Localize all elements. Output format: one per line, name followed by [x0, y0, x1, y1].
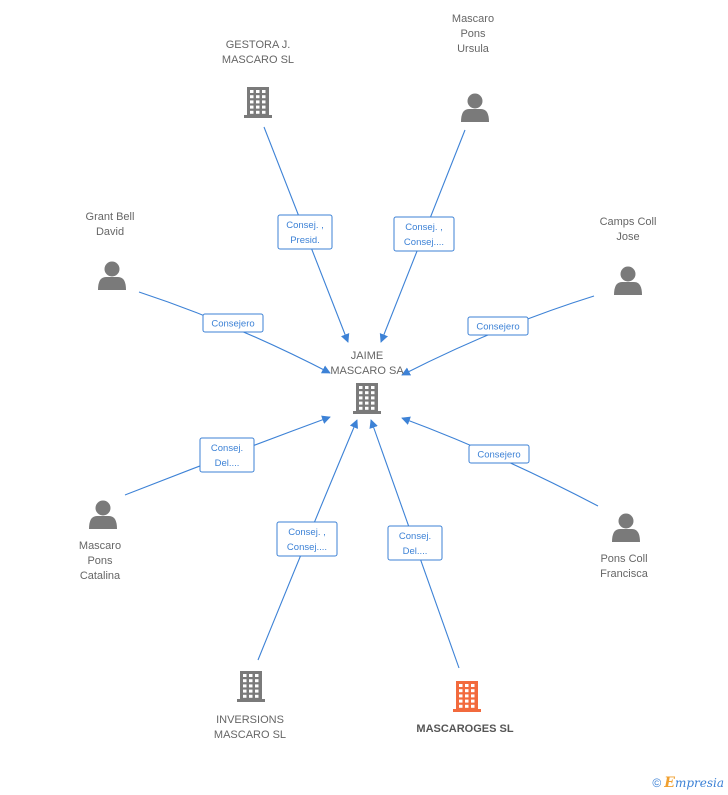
- edge-catalina: Consej. Del....: [124, 415, 331, 496]
- edge-grant: Consejero: [138, 291, 331, 374]
- footer-brand: ©Empresia: [652, 775, 724, 791]
- relation-label-inversions[interactable]: Consej. , Consej....: [276, 521, 338, 557]
- relation-label-text: Consejero: [477, 450, 520, 461]
- edge-camps: Consejero: [401, 295, 595, 376]
- building-icon: [237, 671, 265, 702]
- node-label-francisca-line-1: Pons Coll: [600, 553, 647, 565]
- node-label-ursula-line-2: Pons: [460, 28, 486, 40]
- edges-layer: Consej. ,Presid.Consej. ,Consej....Conse…: [124, 126, 599, 669]
- node-label-inversions-line-1: INVERSIONS: [216, 714, 284, 726]
- node-label-catalina-line-2: Pons: [87, 555, 113, 567]
- node-label-catalina-line-3: Catalina: [80, 570, 121, 582]
- relation-label-text: Consej....: [404, 237, 444, 248]
- relation-label-mascaroges[interactable]: Consej. Del....: [387, 525, 443, 561]
- relation-label-text: Del....: [403, 546, 428, 557]
- relation-label-catalina[interactable]: Consej. Del....: [199, 437, 255, 473]
- relation-label-text: Consej. ,: [286, 220, 324, 231]
- relation-label-grant[interactable]: Consejero: [202, 313, 264, 333]
- relation-label-ursula[interactable]: Consej. , Consej....: [393, 216, 455, 252]
- person-icon: [89, 500, 117, 529]
- node-label-catalina-line-1: Mascaro: [79, 540, 121, 552]
- copyright-symbol: ©: [652, 776, 662, 790]
- node-label-mascaroges-line-1: MASCAROGES SL: [416, 723, 513, 735]
- node-label-inversions-line-2: MASCARO SL: [214, 729, 286, 741]
- brand-name: mpresia: [674, 776, 724, 790]
- person-icon: [461, 93, 489, 122]
- relation-label-gestora[interactable]: Consej. , Presid.: [277, 214, 333, 250]
- relation-label-text: Consejero: [476, 322, 519, 333]
- node-label-grant-line-1: Grant Bell: [86, 211, 135, 223]
- node-jaime[interactable]: JAIME MASCARO SA: [330, 350, 404, 414]
- brand-logo: Empresia: [664, 775, 724, 791]
- node-label-gestora-line-1: GESTORA J.: [226, 39, 291, 51]
- node-mascaroges[interactable]: MASCAROGES SL: [416, 681, 514, 735]
- building-icon: [244, 87, 272, 118]
- person-icon: [614, 266, 642, 295]
- node-label-camps-line-1: Camps Coll: [600, 216, 657, 228]
- person-icon: [612, 513, 640, 542]
- brand-initial: E: [664, 775, 675, 791]
- relation-label-text: Consej.: [211, 443, 243, 454]
- edge-inversions: Consej. , Consej....: [257, 419, 358, 661]
- relation-label-text: Del....: [215, 458, 240, 469]
- node-label-grant-line-2: David: [96, 226, 124, 238]
- relation-label-francisca[interactable]: Consejero: [468, 444, 530, 464]
- edge-mascaroges: Consej. Del....: [369, 419, 460, 669]
- relation-label-text: Consej.: [399, 531, 431, 542]
- edge-gestora: Consej. , Presid.: [263, 126, 350, 343]
- node-label-jaime-line-2: MASCARO SA: [330, 365, 404, 377]
- building-icon: [353, 383, 381, 414]
- building-icon: [453, 681, 481, 712]
- relation-label-text: Consej. ,: [288, 527, 326, 538]
- node-label-jaime-line-1: JAIME: [351, 350, 383, 362]
- node-label-gestora-line-2: MASCARO SL: [222, 54, 294, 66]
- nodes-layer: JAIME MASCARO SA GESTORA J. MASCARO SL Masca…: [79, 13, 657, 741]
- edge-ursula: Consej. , Consej....: [379, 129, 466, 343]
- relation-label-text: Consejero: [211, 319, 254, 330]
- relation-label-camps[interactable]: Consejero: [467, 316, 529, 336]
- node-label-camps-line-2: Jose: [616, 231, 639, 243]
- relation-label-text: Consej. ,: [405, 222, 443, 233]
- person-icon: [98, 261, 126, 290]
- node-label-francisca-line-2: Francisca: [600, 568, 649, 580]
- node-label-ursula-line-1: Mascaro: [452, 13, 494, 25]
- edge-francisca: Consejero: [401, 416, 599, 507]
- relation-label-text: Presid.: [290, 235, 320, 246]
- node-gestora[interactable]: GESTORA J. MASCARO SL: [222, 39, 294, 118]
- node-label-ursula-line-3: Ursula: [457, 43, 490, 55]
- relation-label-text: Consej....: [287, 542, 327, 553]
- node-inversions[interactable]: INVERSIONS MASCARO SL: [214, 671, 286, 741]
